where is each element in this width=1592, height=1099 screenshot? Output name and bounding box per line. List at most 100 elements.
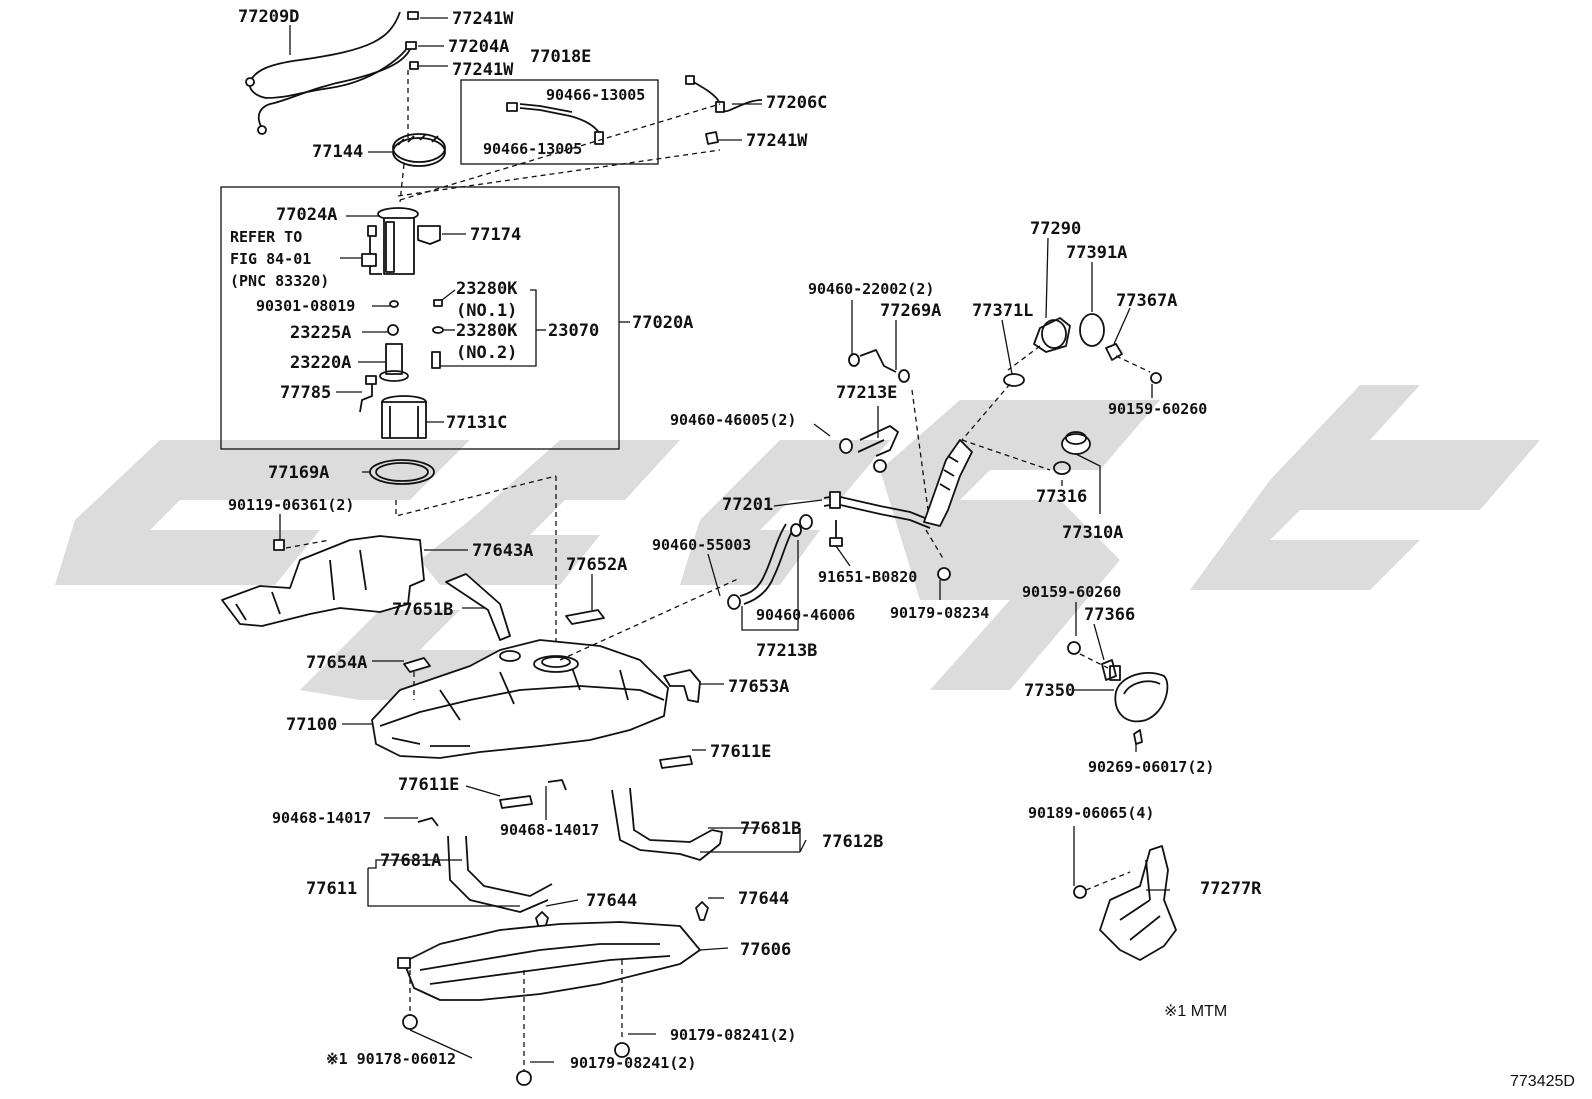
insulator-77651b: [445, 573, 511, 641]
label-77100: 77100: [286, 715, 337, 735]
label-77612b: 77612B: [822, 832, 883, 852]
label-77310a: 77310A: [1062, 523, 1123, 543]
label-77204a: 77204A: [448, 37, 509, 57]
fuel-pump-assembly-box: [220, 186, 620, 450]
bolt-77611e-left: [499, 795, 533, 809]
label-no1: (NO.1): [456, 301, 517, 321]
lock-ring-77144: [392, 133, 446, 167]
label-77213b: 77213B: [756, 641, 817, 661]
screw-90159-a: [1150, 372, 1162, 384]
label-77366: 77366: [1084, 605, 1135, 625]
label-77277r: 77277R: [1200, 879, 1262, 899]
label-77391a: 77391A: [1066, 243, 1127, 263]
mtm-note: ※1 MTM: [1164, 1003, 1227, 1020]
label-23225a: 23225A: [290, 323, 351, 343]
diagram-id: 773425D: [1510, 1073, 1575, 1090]
protector-77606: [397, 921, 701, 1001]
label-23280k-2: 23280K: [456, 321, 518, 341]
nut-90178: [402, 1014, 418, 1030]
bolt-77611e-right: [659, 755, 693, 769]
fuel-pump-23220a: [379, 343, 409, 382]
clip-77241w: [705, 131, 719, 145]
label-23220a: 23220A: [290, 353, 351, 373]
label-77241w-2: 77241W: [452, 60, 514, 80]
label-77018e: 77018E: [530, 47, 591, 67]
filler-pipe-77201: [823, 439, 973, 547]
label-77681a: 77681A: [380, 851, 441, 871]
label-77654a: 77654A: [306, 653, 367, 673]
part-90301: [389, 300, 399, 308]
reference-line-3: (PNC 83320): [230, 272, 329, 290]
label-77144: 77144: [312, 142, 363, 162]
label-77367a: 77367A: [1116, 291, 1177, 311]
label-77643a: 77643A: [472, 541, 533, 561]
screw-90159-b: [1067, 641, 1081, 655]
wire-harness-77209d: [245, 11, 419, 135]
label-90179-a: 90179-08241(2): [670, 1026, 796, 1044]
pad-77652a: [565, 609, 605, 625]
vent-tube-77018e: [506, 102, 604, 145]
pad-77653a: [663, 669, 701, 703]
hose-77269a: [848, 349, 910, 383]
part-23225a: [387, 324, 399, 336]
label-90460-55003: 90460-55003: [652, 536, 751, 554]
label-91651: 91651-B0820: [818, 568, 917, 586]
label-90460-46005: 90460-46005(2): [670, 411, 796, 429]
label-90301: 90301-08019: [256, 297, 355, 315]
part-box-77018e: [460, 79, 659, 165]
label-90468-left: 90468-14017: [272, 809, 371, 827]
label-77169a: 77169A: [268, 463, 329, 483]
label-77371l: 77371L: [972, 301, 1033, 321]
label-90178: ※1 90178-06012: [326, 1050, 456, 1068]
label-77644-left: 77644: [586, 891, 637, 911]
label-77350: 77350: [1024, 681, 1075, 701]
label-77606: 77606: [740, 940, 791, 960]
strap-77681b: [611, 787, 723, 861]
label-77290: 77290: [1030, 219, 1081, 239]
filter-77131c: [381, 395, 427, 439]
part-filter-small: [431, 351, 441, 369]
label-90466-a: 90466-13005: [546, 86, 645, 104]
part-labels: 77209D 77241W 77204A 77241W 77018E 90466…: [228, 7, 1575, 1090]
label-no2: (NO.2): [456, 343, 517, 363]
label-77611e-left: 77611E: [398, 775, 459, 795]
label-77644-right: 77644: [738, 889, 789, 909]
fuel-inlet-77290: [1033, 317, 1071, 353]
screw-90269: [1133, 729, 1143, 745]
bracket-77277r: [1099, 845, 1177, 961]
label-77201: 77201: [722, 495, 773, 515]
label-90179-08234: 90179-08234: [890, 604, 989, 622]
label-77241w-3: 77241W: [746, 131, 808, 151]
harness-77785: [359, 375, 377, 413]
label-77652a: 77652A: [566, 555, 627, 575]
part-23280k-2: [432, 326, 444, 334]
label-90468-right: 90468-14017: [500, 821, 599, 839]
nut-90179-a: [614, 1042, 630, 1058]
label-77611e-right: 77611E: [710, 742, 771, 762]
fuel-pump-assembly-77024a: [361, 207, 419, 275]
label-90159-b: 90159-60260: [1022, 583, 1121, 601]
leader-lines: [279, 17, 1170, 1063]
label-90460-46006: 90460-46006: [756, 606, 855, 624]
label-77269a: 77269A: [880, 301, 941, 321]
label-77020a: 77020A: [632, 313, 693, 333]
label-77241w-1: 77241W: [452, 9, 514, 29]
gasket-77391a: [1079, 313, 1105, 347]
label-77174: 77174: [470, 225, 521, 245]
fuel-door-77350: [1109, 665, 1169, 723]
protector-77643a: [221, 535, 425, 627]
label-90466-b: 90466-13005: [483, 140, 582, 158]
label-77785: 77785: [280, 383, 331, 403]
label-90179-b: 90179-08241(2): [570, 1054, 696, 1072]
clip-90468-right: [547, 779, 567, 791]
clip-90468-left: [417, 817, 439, 827]
hinge-77367a: [1105, 343, 1123, 361]
label-90119: 90119-06361(2): [228, 496, 354, 514]
label-77206c: 77206C: [766, 93, 827, 113]
label-23070: 23070: [548, 321, 599, 341]
label-77653a: 77653A: [728, 677, 789, 697]
label-90189: 90189-06065(4): [1028, 804, 1154, 822]
nut-90179-b: [516, 1070, 532, 1086]
label-77611: 77611: [306, 879, 357, 899]
